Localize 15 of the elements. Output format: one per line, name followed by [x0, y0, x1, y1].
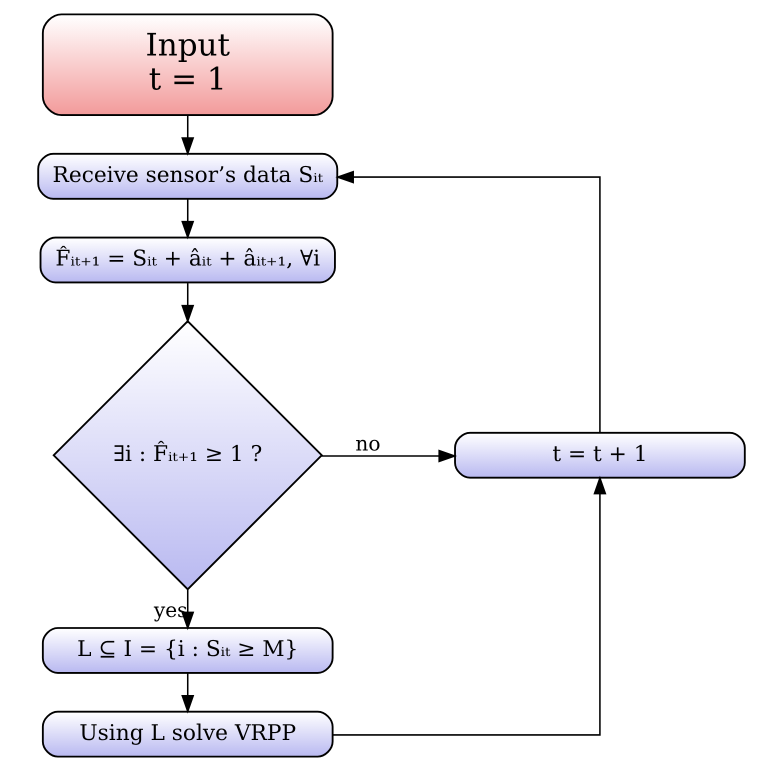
arrow	[180, 199, 194, 240]
arrow	[334, 170, 600, 432]
node-box: Using L solve VRPP	[41, 710, 334, 758]
edge-label: no	[354, 431, 380, 456]
node-box: Input t = 1	[41, 13, 334, 116]
arrow	[180, 673, 194, 714]
node-box: L ⊆ I = {i : Sᵢₜ ≥ M}	[41, 627, 334, 674]
arrow	[321, 449, 457, 463]
arrow	[332, 476, 606, 736]
arrow	[180, 115, 194, 156]
node-box: Receive sensor’s data Sᵢₜ	[36, 152, 338, 200]
arrow	[180, 283, 194, 324]
node-diamond: ∃i : F̂ᵢₜ₊₁ ≥ 1 ?	[52, 320, 323, 591]
node-box: t = t + 1	[454, 432, 746, 479]
node-box: F̂ᵢₜ₊₁ = Sᵢₜ + âᵢₜ + âᵢₜ₊₁, ∀i	[39, 236, 336, 284]
